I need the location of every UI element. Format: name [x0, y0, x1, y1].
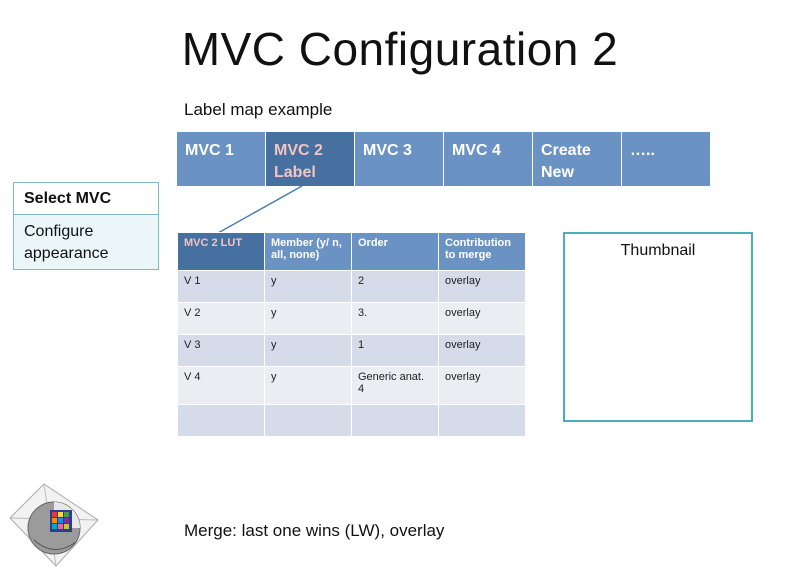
table-cell: y [264, 334, 352, 367]
tab-sublabel: Label [274, 164, 316, 181]
thumbnail-label: Thumbnail [620, 242, 696, 259]
table-cell: 3. [351, 302, 439, 335]
table-cell: y [264, 302, 352, 335]
table-row: V 1 y 2 overlay [177, 270, 526, 303]
3d-slicer-logo-icon [9, 483, 99, 567]
table-row: V 3 y 1 overlay [177, 334, 526, 367]
table-cell: overlay [438, 302, 526, 335]
configure-appearance-button[interactable]: Configure appearance [24, 223, 109, 262]
merge-note: Merge: last one wins (LW), overlay [184, 521, 445, 540]
tab-more[interactable]: ….. [622, 132, 710, 186]
lut-table: MVC 2 LUT Member (y/ n, all, none) Order… [177, 232, 526, 437]
table-cell [351, 404, 439, 437]
connector-segment [217, 185, 303, 234]
table-header-row: MVC 2 LUT Member (y/ n, all, none) Order… [177, 232, 526, 271]
mvc-tab-bar: MVC 1 MVC 2 Label MVC 3 MVC 4 Create New… [177, 132, 710, 186]
table-cell: overlay [438, 270, 526, 303]
table-row [177, 404, 526, 437]
tab-mvc-1[interactable]: MVC 1 [177, 132, 265, 186]
table-cell: 2 [351, 270, 439, 303]
table-header: Contribution to merge [438, 232, 526, 271]
tab-mvc-2[interactable]: MVC 2 Label [266, 132, 354, 186]
table-cell: overlay [438, 366, 526, 405]
tab-label: MVC 2 [274, 142, 323, 159]
slide-subtitle: Label map example [184, 100, 333, 119]
table-cell: Generic anat. 4 [351, 366, 439, 405]
tab-label: MVC 4 [452, 142, 501, 159]
table-cell: V 1 [177, 270, 265, 303]
tab-mvc-4[interactable]: MVC 4 [444, 132, 532, 186]
table-cell [177, 404, 265, 437]
tab-create-new[interactable]: Create New [533, 132, 621, 186]
table-header: Member (y/ n, all, none) [264, 232, 352, 271]
slide-title: MVC Configuration 2 [181, 23, 619, 75]
table-cell: V 3 [177, 334, 265, 367]
table-cell [438, 404, 526, 437]
table-cell: y [264, 366, 352, 405]
table-header: MVC 2 LUT [177, 232, 265, 271]
table-row: V 2 y 3. overlay [177, 302, 526, 335]
table-cell: y [264, 270, 352, 303]
table-cell: V 2 [177, 302, 265, 335]
tab-label: ….. [630, 142, 655, 159]
tab-mvc-3[interactable]: MVC 3 [355, 132, 443, 186]
select-mvc-button[interactable]: Select MVC [14, 183, 158, 215]
tab-label: MVC 3 [363, 142, 412, 159]
tab-sublabel: New [541, 164, 574, 181]
table-row: V 4 y Generic anat. 4 overlay [177, 366, 526, 405]
table-cell: overlay [438, 334, 526, 367]
thumbnail-panel: Thumbnail [563, 232, 753, 422]
tab-label: MVC 1 [185, 142, 234, 159]
table-cell: V 4 [177, 366, 265, 405]
table-cell [264, 404, 352, 437]
table-cell: 1 [351, 334, 439, 367]
select-mvc-panel: Select MVC Configure appearance [13, 182, 159, 270]
table-header: Order [351, 232, 439, 271]
tab-label: Create [541, 142, 591, 159]
